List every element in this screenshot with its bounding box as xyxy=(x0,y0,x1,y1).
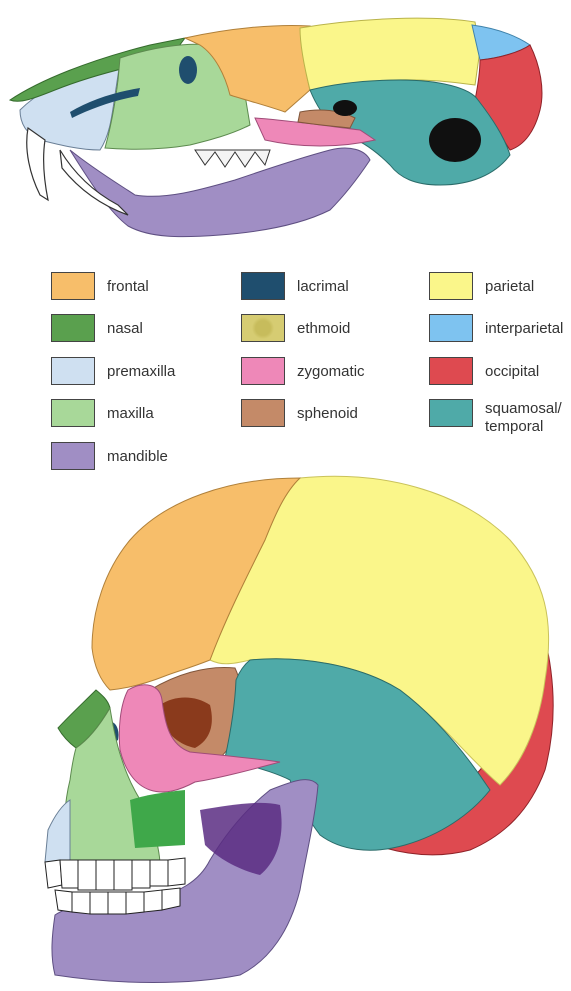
human-maxilla-green xyxy=(130,790,185,848)
human-premaxilla xyxy=(45,800,70,862)
human-teeth xyxy=(45,858,185,914)
